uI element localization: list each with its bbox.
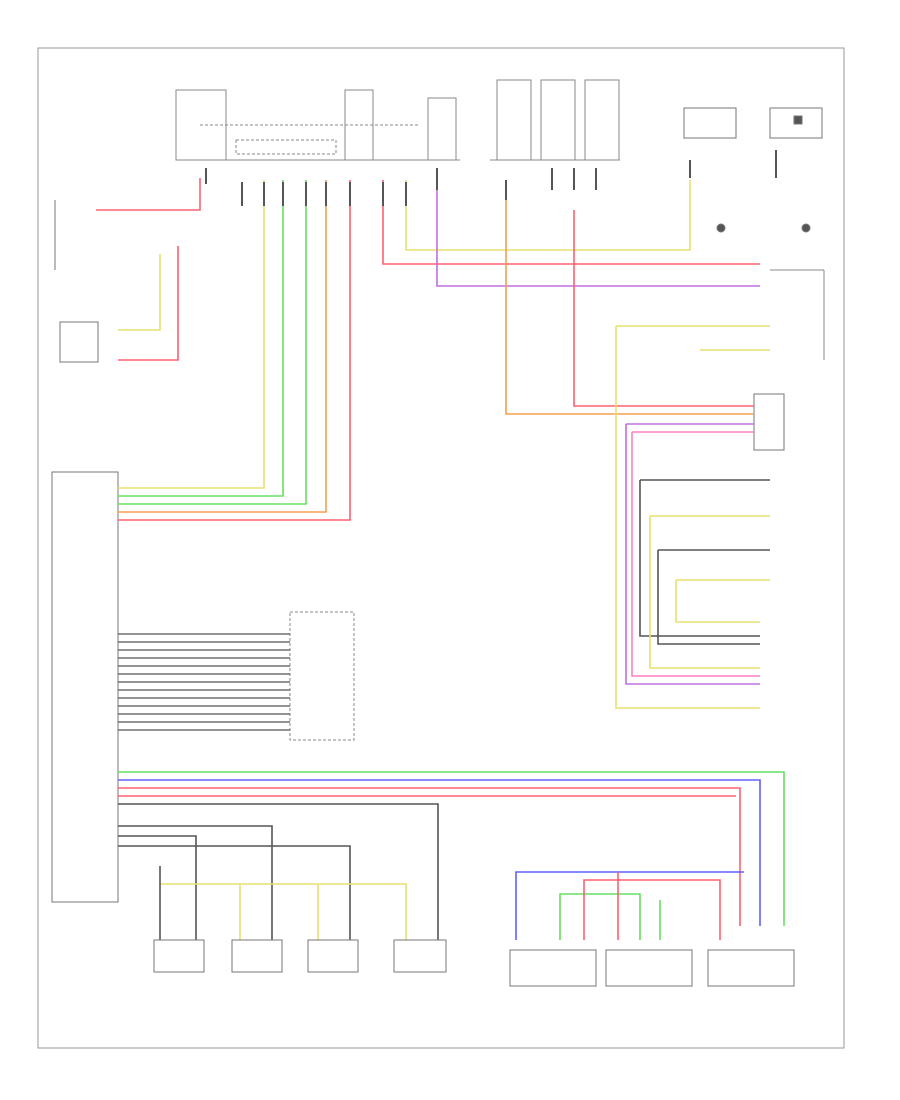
wires <box>96 178 785 940</box>
bottom-sensors <box>153 939 795 987</box>
control-module <box>51 471 119 903</box>
right-module <box>753 393 785 451</box>
connector-ticks <box>205 150 777 206</box>
fuse-box <box>175 79 620 161</box>
middle-module <box>289 611 355 741</box>
diagram-frame <box>37 47 845 1049</box>
top-right-sensors <box>683 107 823 233</box>
left-sensor-block <box>54 200 99 363</box>
